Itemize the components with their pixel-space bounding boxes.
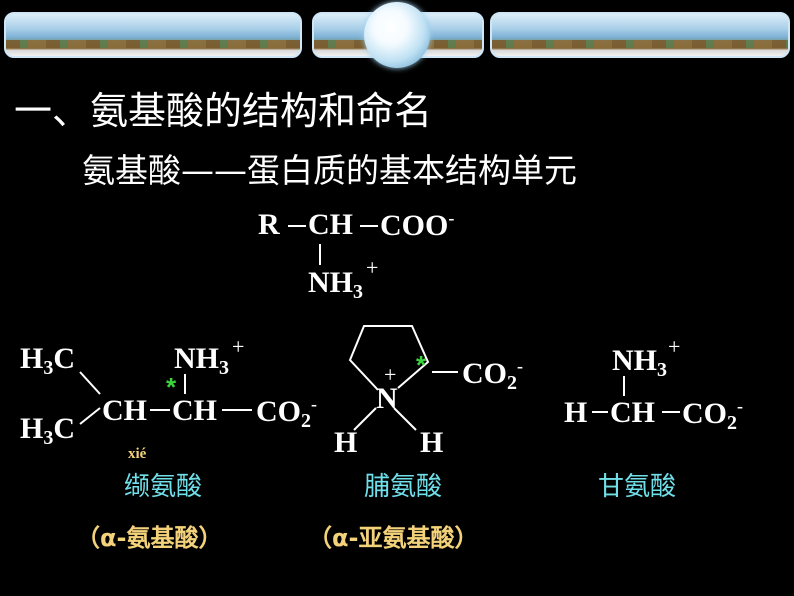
bond-h3c-ch-bottom <box>79 407 101 425</box>
valine-h3c-top: H3C <box>20 342 76 379</box>
proline-plus: + <box>384 362 397 387</box>
valine-co2: CO2- <box>256 394 317 432</box>
valine-ch-2: CH <box>172 394 217 427</box>
proline-ring <box>348 325 430 391</box>
formula-r: R <box>258 208 280 241</box>
valine-plus: + <box>232 334 245 359</box>
proline-h-left: H <box>334 426 358 459</box>
proline-chiral-star: * <box>416 350 427 380</box>
glycine-h: H <box>564 396 588 429</box>
glycine-ch: CH <box>610 396 655 429</box>
formula-nh3: NH3 <box>308 266 363 303</box>
bond-n-h-right <box>393 407 417 431</box>
globe-ornament <box>364 2 430 68</box>
bond-h3c-ch-top <box>79 371 101 395</box>
slide-subtitle: 氨基酸——蛋白质的基本结构单元 <box>82 151 577 190</box>
banner-left <box>4 12 302 58</box>
valine-note: （α-氨基酸） <box>76 524 223 552</box>
formula-ch: CH <box>308 208 353 241</box>
slide-title: 一、氨基酸的结构和命名 <box>14 89 433 133</box>
valine-chiral-star: * <box>166 372 177 402</box>
proline-n: N <box>376 382 398 415</box>
valine-h3c-bottom: H3C <box>20 412 76 449</box>
valine-pinyin: xié <box>128 446 147 462</box>
valine-nh3: NH3 <box>174 342 229 379</box>
proline-name: 脯氨酸 <box>364 472 443 502</box>
formula-coo: COO- <box>380 208 455 242</box>
banner-right <box>490 12 790 58</box>
glycine-co2: CO2- <box>682 396 743 434</box>
valine-ch-1: CH <box>102 394 147 427</box>
proline-note: （α-亚氨基酸） <box>308 524 479 552</box>
proline-co2: CO2- <box>462 356 523 394</box>
glycine-plus: + <box>668 334 681 359</box>
valine-name: 缬氨酸 <box>124 472 203 502</box>
glycine-name: 甘氨酸 <box>598 472 677 502</box>
bond-n-h-left <box>353 407 377 431</box>
formula-plus: + <box>366 255 379 280</box>
glycine-nh3: NH3 <box>612 344 667 381</box>
proline-h-right: H <box>420 426 444 459</box>
